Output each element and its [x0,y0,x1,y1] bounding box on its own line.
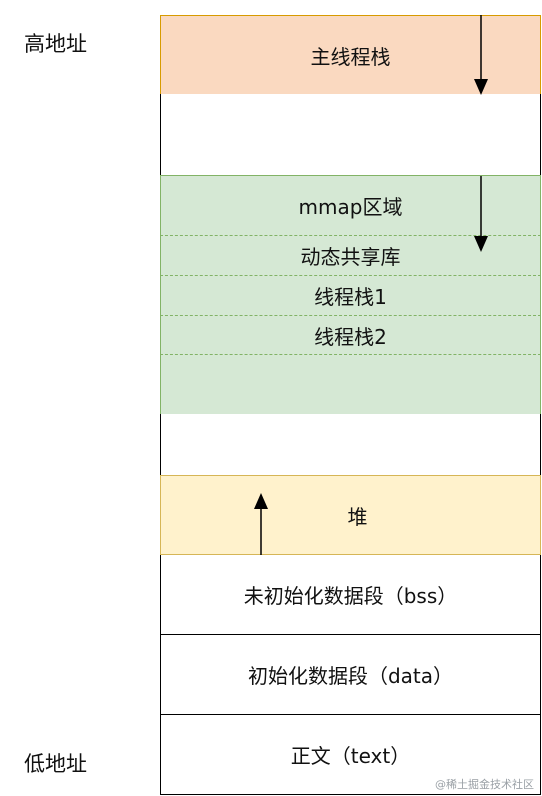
bss-label: 未初始化数据段（bss） [243,584,458,608]
main-stack-label: 主线程栈 [310,44,391,69]
main-stack-region: 主线程栈 [160,15,541,95]
heap-growth-up-arrow [254,493,268,555]
mmap-label: mmap区域 [298,194,403,219]
thread-stack-2-area: 线程栈2 [160,315,541,355]
text-segment: 正文（text） [160,714,541,795]
mmap-growth-down-arrow [474,176,488,252]
thread-stack-1-label: 线程栈1 [314,285,387,309]
shared-libs-label: 动态共享库 [300,245,401,269]
heap-region: 堆 [160,475,541,555]
free-gap-lower [160,414,541,476]
data-label: 初始化数据段（data） [247,664,454,688]
stack-growth-down-arrow [474,15,488,95]
bss-segment: 未初始化数据段（bss） [160,555,541,635]
shared-libs-area: 动态共享库 [160,235,541,275]
thread-stack-2-label: 线程栈2 [314,324,387,349]
free-gap-upper [160,94,541,176]
text-label: 正文（text） [290,744,411,768]
data-segment: 初始化数据段（data） [160,634,541,715]
mmap-title: mmap区域 [160,176,541,234]
high-address-label: 高地址 [24,32,87,56]
thread-stack-1-area: 线程栈1 [160,275,541,315]
heap-label: 堆 [347,504,368,529]
watermark: @稀土掘金技术社区 [435,778,534,791]
low-address-label: 低地址 [24,752,87,776]
